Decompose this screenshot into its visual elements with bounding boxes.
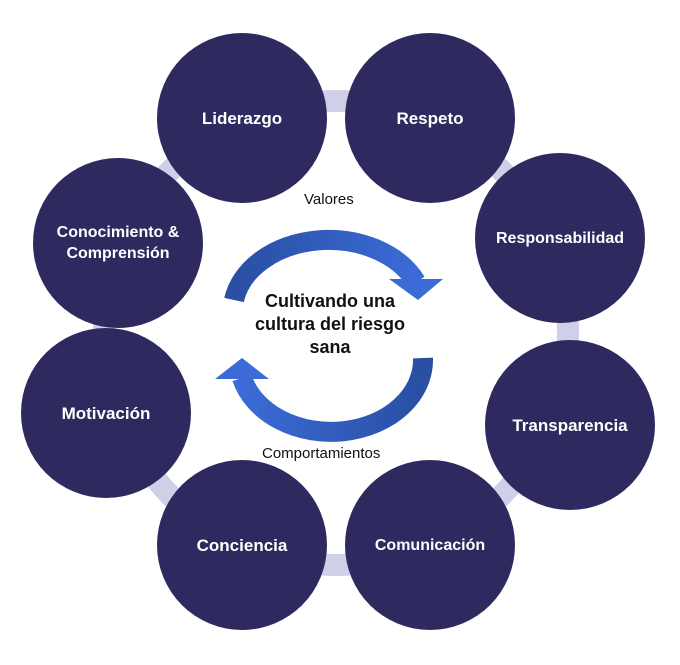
node-liderazgo: Liderazgo [157,33,327,203]
node-responsabilidad: Responsabilidad [475,153,645,323]
node-conciencia: Conciencia [157,460,327,630]
node-transparencia: Transparencia [485,340,655,510]
valores-label: Valores [304,191,354,208]
bottom-arrow-icon [215,357,434,442]
node-conocimiento: Conocimiento & Comprensión [33,158,203,328]
node-respeto: Respeto [345,33,515,203]
top-arrow-icon [224,229,443,303]
node-comunicacion: Comunicación [345,460,515,630]
node-motivacion: Motivación [21,328,191,498]
center-title: Cultivando una cultura del riesgo sana [254,291,406,357]
comportamientos-label: Comportamientos [262,445,381,462]
